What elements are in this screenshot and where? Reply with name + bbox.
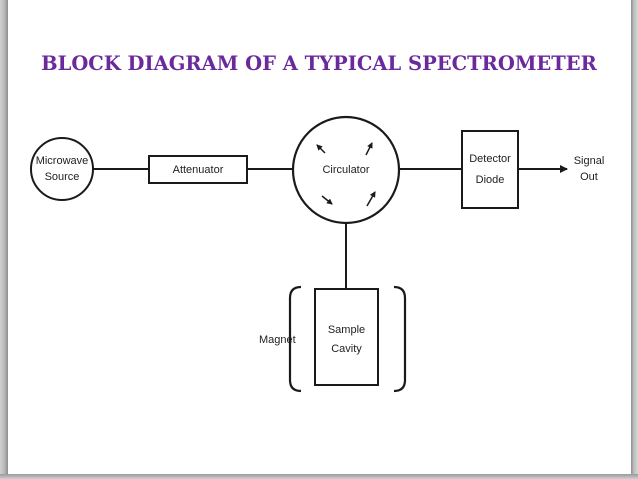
circulator-label: Circulator <box>322 164 369 176</box>
circulator-arrow-upper-right <box>365 142 373 156</box>
slide-title: BLOCK DIAGRAM OF A TYPICAL SPECTROMETER <box>41 52 597 75</box>
sample-cavity-label-line2: Cavity <box>331 343 362 355</box>
signal-out-label-line2: Out <box>580 171 598 183</box>
magnet-label: Magnet <box>259 334 296 346</box>
magnet-pole-left <box>288 285 302 393</box>
detector-diode-label-line2: Diode <box>476 174 505 186</box>
slide-frame-bottom <box>0 474 638 479</box>
detector-diode-node: Detector Diode <box>461 130 519 209</box>
detector-diode-label-line1: Detector <box>469 153 511 165</box>
circulator-arrow-upper-left <box>316 144 326 154</box>
signal-out-label-line1: Signal <box>574 155 605 167</box>
attenuator-node: Attenuator <box>148 155 248 184</box>
signal-out-label: Signal Out <box>574 155 605 183</box>
sample-cavity-node: Sample Cavity <box>314 288 379 386</box>
sample-cavity-label-line1: Sample <box>328 324 365 336</box>
magnet-pole-right <box>393 285 407 393</box>
circulator-node: Circulator <box>291 115 401 225</box>
attenuator-label: Attenuator <box>173 164 224 176</box>
microwave-source-label-line2: Source <box>45 171 80 183</box>
slide-frame-right <box>631 0 638 479</box>
circulator-arrow-lower-right <box>366 191 376 207</box>
microwave-source-label-line1: Microwave <box>36 155 89 167</box>
slide-frame-left <box>0 0 8 479</box>
circulator-arrow-lower-left <box>321 195 333 205</box>
microwave-source-node: Microwave Source <box>30 137 94 201</box>
